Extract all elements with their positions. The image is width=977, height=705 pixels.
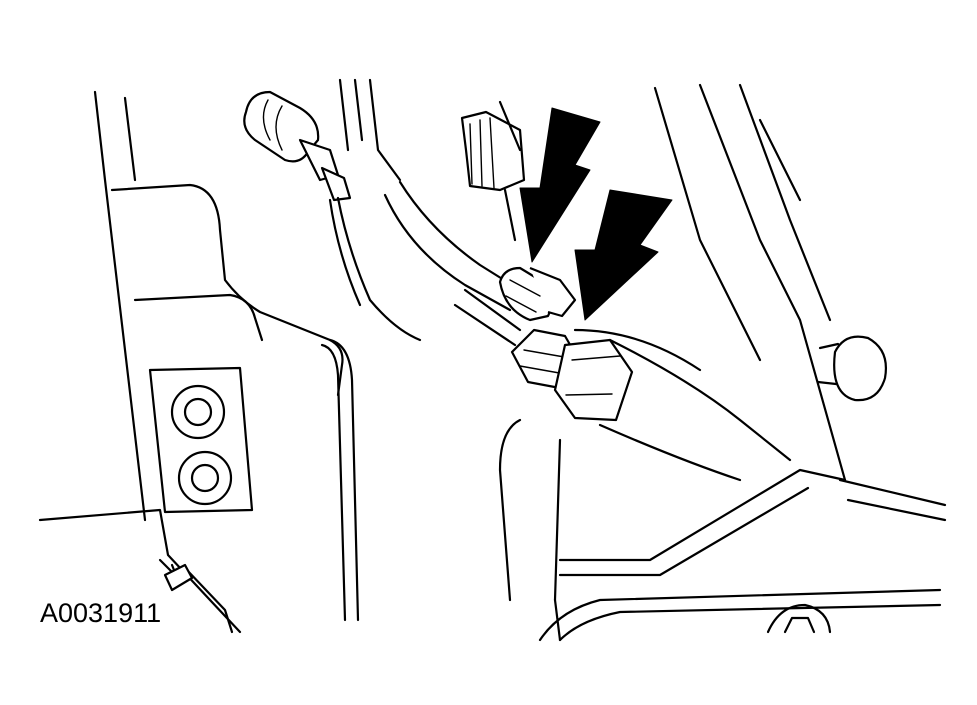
pillar-outline <box>338 78 847 482</box>
upper-fitting <box>498 266 577 322</box>
left-clip <box>163 563 194 592</box>
electrical-connector <box>460 100 526 242</box>
callout-arrows <box>519 107 673 321</box>
callout-arrow-lower-icon <box>574 189 673 321</box>
grommet-block <box>148 366 254 514</box>
callout-arrow-upper-icon <box>519 107 601 263</box>
lower-housing <box>498 418 947 642</box>
wiring-harness <box>243 90 422 342</box>
bolt-head <box>816 335 887 402</box>
hose-body <box>573 328 792 482</box>
left-body-panel <box>38 90 360 634</box>
lower-bolt <box>766 603 832 634</box>
lower-fitting <box>510 328 634 422</box>
figure-id-label: A0031911 <box>40 598 162 628</box>
ac-tube <box>383 180 522 347</box>
